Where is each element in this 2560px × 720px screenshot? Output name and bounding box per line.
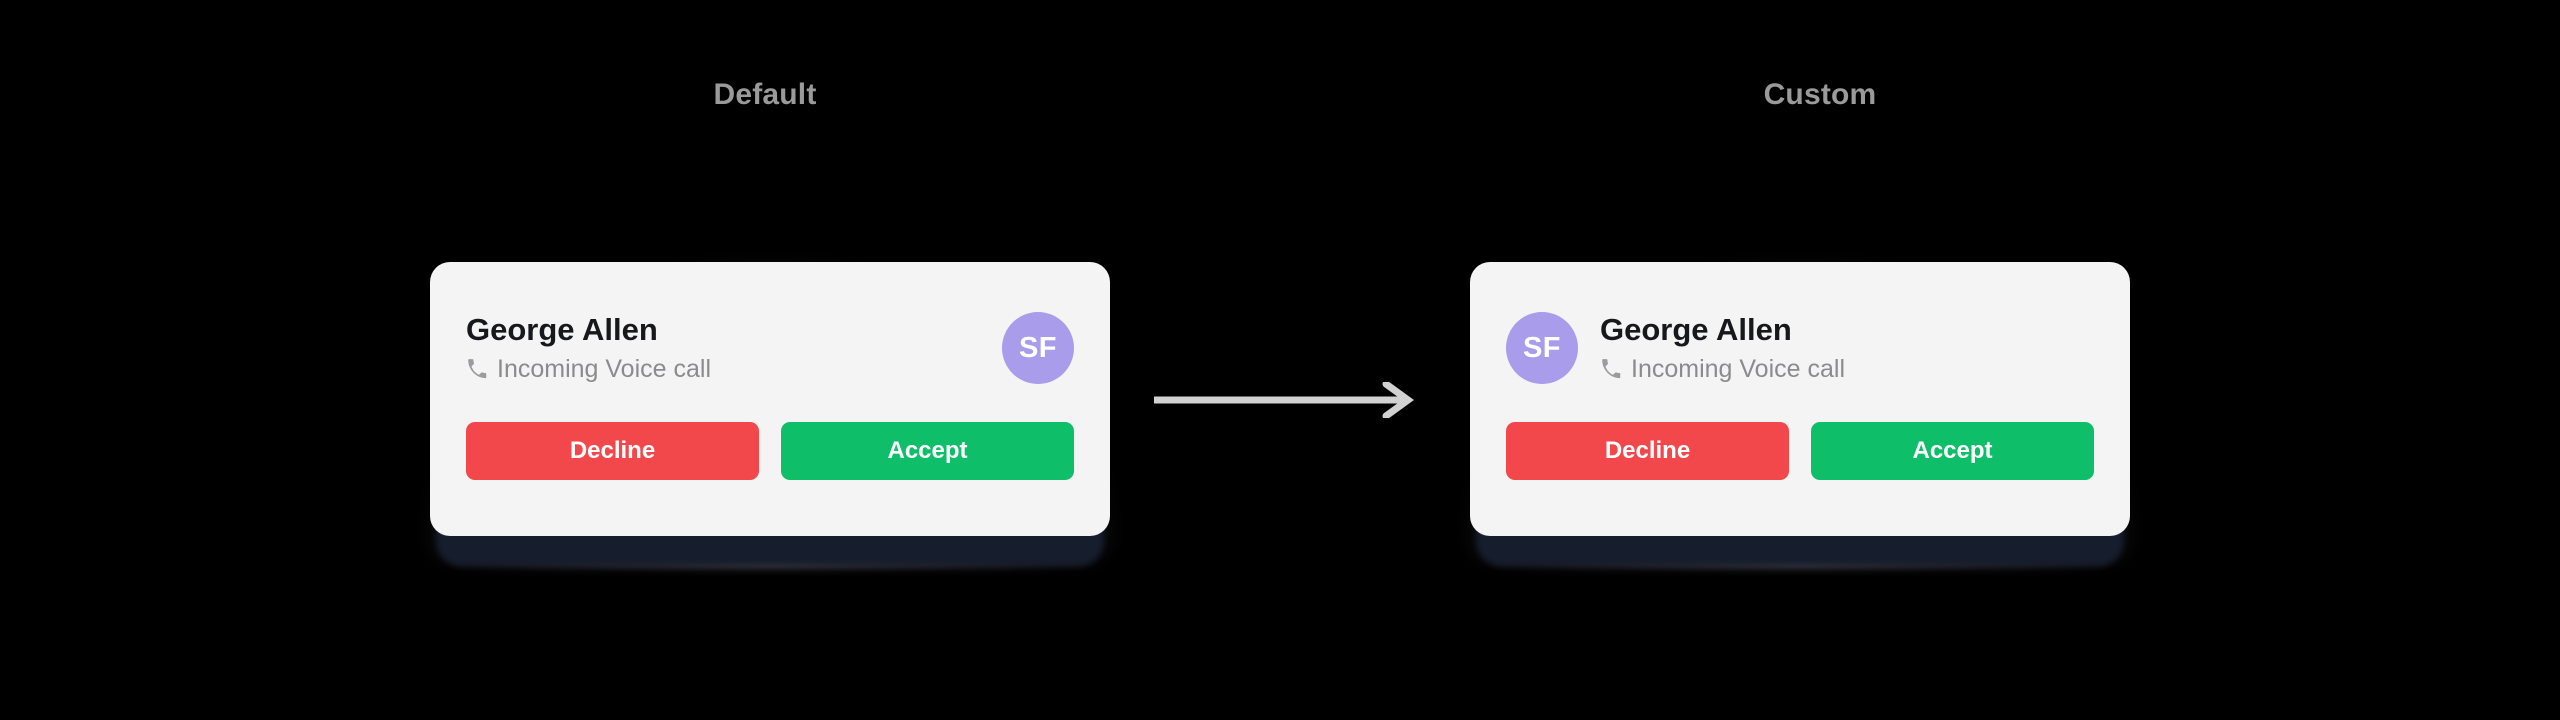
variant-caption-custom: Custom bbox=[1763, 78, 1877, 111]
variant-caption-default: Default bbox=[713, 78, 817, 111]
phone-icon bbox=[468, 359, 487, 379]
call-status-text-default: Incoming Voice call bbox=[497, 354, 712, 383]
call-actions-custom: Decline Accept bbox=[1506, 422, 2094, 480]
caller-identity-custom: George Allen Incoming Voice call bbox=[1600, 311, 1845, 384]
decline-button-default[interactable]: Decline bbox=[466, 422, 759, 480]
card-header-default: George Allen Incoming Voice call SF bbox=[466, 296, 1074, 400]
call-notification-default[interactable]: George Allen Incoming Voice call SF Decl… bbox=[430, 262, 1110, 536]
contact-name-default: George Allen bbox=[466, 311, 658, 347]
call-status-default: Incoming Voice call bbox=[466, 355, 711, 384]
avatar-custom: SF bbox=[1506, 312, 1578, 384]
caller-identity-default: George Allen Incoming Voice call bbox=[466, 311, 711, 384]
phone-icon bbox=[1602, 359, 1621, 379]
call-notification-custom[interactable]: SF George Allen Incoming Voice call Decl… bbox=[1470, 262, 2130, 536]
accept-button-default[interactable]: Accept bbox=[781, 422, 1074, 480]
decline-button-custom[interactable]: Decline bbox=[1506, 422, 1789, 480]
avatar-default: SF bbox=[1002, 312, 1074, 384]
card-header-custom: SF George Allen Incoming Voice call bbox=[1506, 296, 2094, 400]
call-card-default: George Allen Incoming Voice call SF Decl… bbox=[422, 256, 1118, 566]
call-status-custom: Incoming Voice call bbox=[1600, 355, 1845, 384]
call-card-custom: SF George Allen Incoming Voice call Decl… bbox=[1462, 256, 2138, 566]
call-actions-default: Decline Accept bbox=[466, 422, 1074, 480]
contact-name-custom: George Allen bbox=[1600, 311, 1792, 347]
call-status-text-custom: Incoming Voice call bbox=[1631, 354, 1846, 383]
accept-button-custom[interactable]: Accept bbox=[1811, 422, 2094, 480]
transition-arrow-icon bbox=[1154, 382, 1414, 418]
